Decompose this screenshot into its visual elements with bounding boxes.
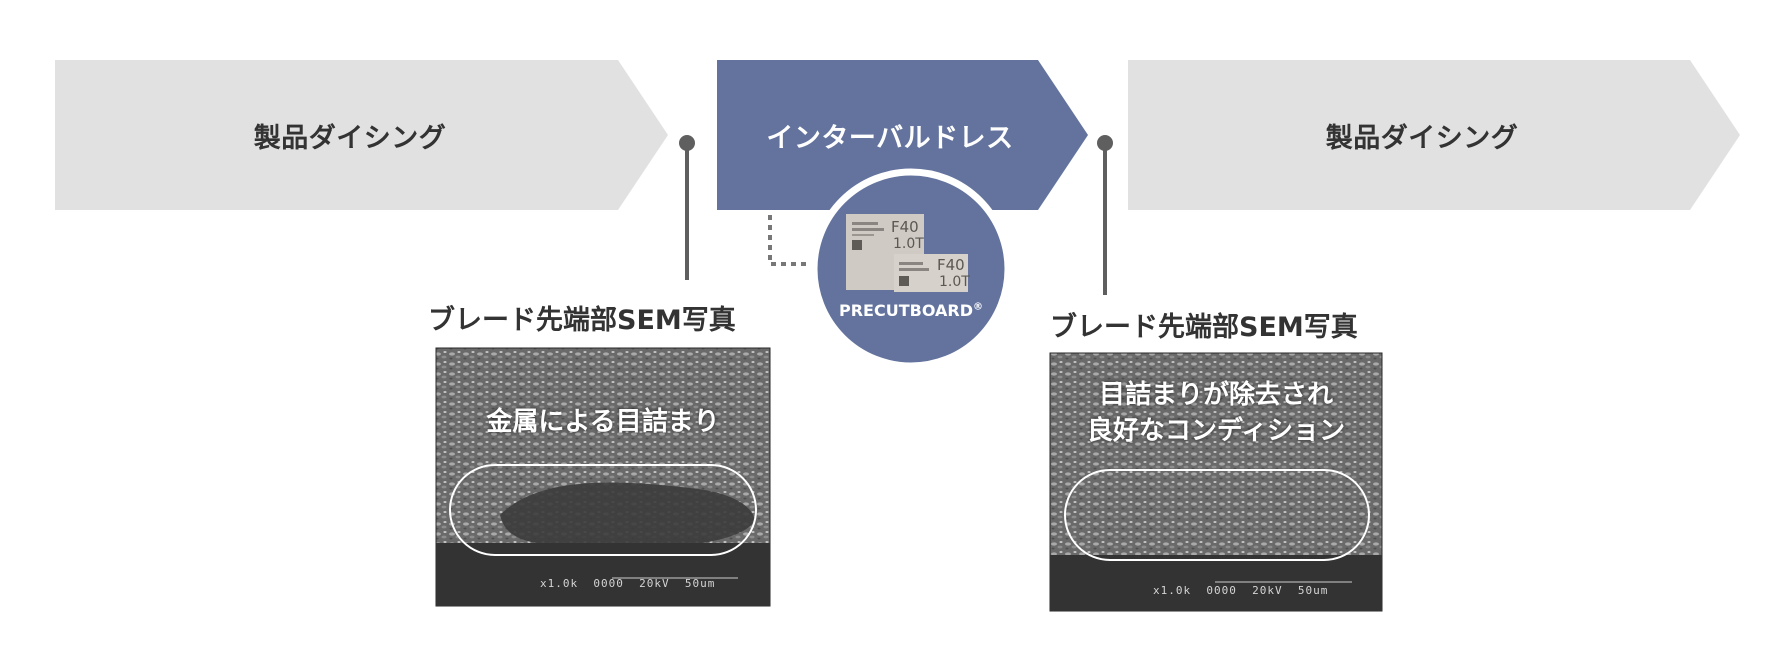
step-3-text: 製品ダイシング (1325, 122, 1519, 154)
sem-caption-1-line-1: 金属による目詰まり (486, 407, 720, 437)
step-1-text: 製品ダイシング (253, 122, 447, 154)
card-front-code: F40 (937, 256, 965, 274)
card-front-size: 1.0T (939, 274, 970, 290)
card-back-size: 1.0T (893, 236, 924, 252)
sem-caption-1: 金属による目詰まり (436, 404, 770, 440)
connector-right (1097, 135, 1113, 295)
sem-scale-2: x1.0k 0000 20kV 50um (1153, 584, 1329, 597)
step-1-label: 製品ダイシング (55, 60, 645, 210)
sem-highlight-1 (449, 464, 757, 556)
step-2-text: インターバルドレス (766, 122, 1014, 154)
step-1-chevron (55, 60, 668, 210)
step-2-chevron (717, 60, 1088, 210)
step-3-label: 製品ダイシング (1128, 60, 1716, 210)
step-2-label: インターバルドレス (717, 60, 1063, 210)
card-back-code: F40 (891, 218, 919, 236)
sem-title-2: ブレード先端部SEM写真 (1050, 312, 1358, 343)
sem-image-1 (435, 347, 771, 607)
product-name-text: PRECUTBOARD (839, 301, 973, 320)
sem-scale-1: x1.0k 0000 20kV 50um (540, 577, 716, 590)
sem-caption-2-line-2: 良好なコンディション (1086, 416, 1346, 446)
sem-caption-2: 目詰まりが除去され 良好なコンディション (1050, 377, 1382, 449)
sem-caption-2-line-1: 目詰まりが除去され (1098, 380, 1333, 410)
sem-highlight-2 (1064, 469, 1370, 561)
product-board-front (894, 254, 968, 292)
product-reg-mark: ® (972, 301, 983, 313)
sem-image-2 (1049, 352, 1383, 612)
connector-left (679, 135, 695, 280)
connector-dotted (768, 215, 812, 266)
sem-title-1: ブレード先端部SEM写真 (428, 305, 736, 336)
product-name: PRECUTBOARD® (814, 301, 1008, 320)
step-3-chevron (1128, 60, 1740, 210)
